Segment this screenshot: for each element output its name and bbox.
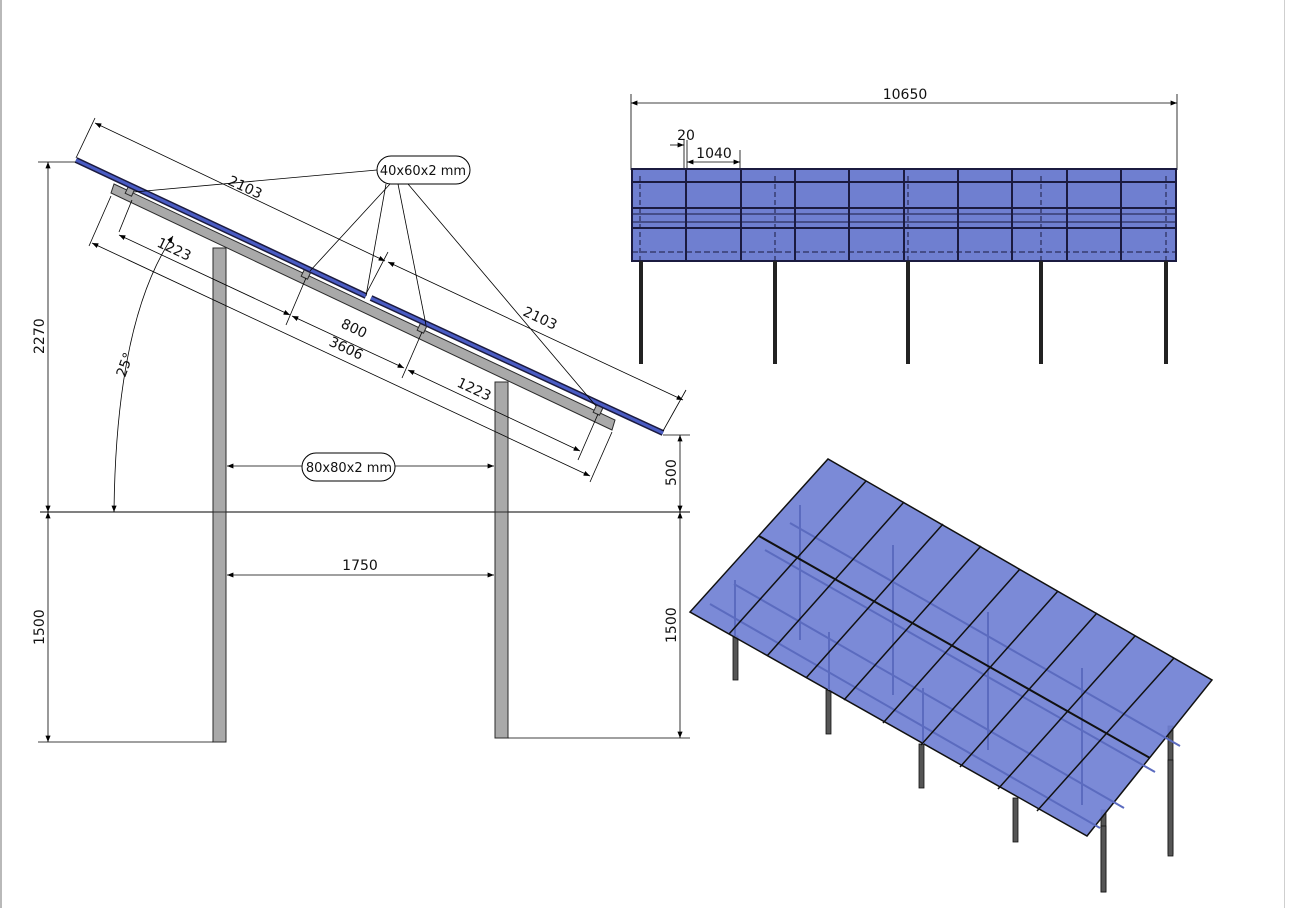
ext-line [118, 199, 133, 233]
ext-line [577, 413, 599, 461]
dim-height-front: 500 [664, 459, 680, 486]
iso-mid-divider [758, 535, 1151, 759]
post-left-embedded [212, 511, 227, 743]
dim-height-total: 2270 [32, 318, 48, 354]
post-right [494, 381, 509, 513]
ext-line [88, 195, 112, 247]
dim-angle: 25° [114, 351, 138, 380]
dim-gap: 20 [677, 128, 695, 144]
iso-leg [732, 635, 739, 681]
ext-line [662, 389, 687, 432]
ext-line [365, 251, 389, 295]
iso-leg [1012, 797, 1019, 843]
iso-hidden-frame [709, 505, 1181, 829]
post-callout-label: 80x80x2 mm [306, 461, 392, 476]
ext-line [285, 277, 307, 326]
dim-embed-right: 1500 [664, 607, 680, 643]
iso-leg [918, 743, 925, 789]
front-view: 10650 20 1040 [630, 87, 1178, 364]
ext-line [75, 117, 96, 159]
page-border-left [0, 0, 2, 908]
front-leg [773, 261, 777, 364]
page-border-right [1284, 0, 1296, 908]
dim-panel-width: 1040 [696, 146, 732, 162]
front-leg [906, 261, 910, 364]
iso-panel-dividers [728, 480, 1175, 812]
iso-leg-front [1100, 825, 1107, 893]
dim-panel-lower: 2103 [520, 304, 559, 334]
dim-seg-right: 1223 [454, 375, 493, 405]
ext-line [401, 331, 423, 379]
angle-arc [111, 235, 174, 513]
ext-line [589, 431, 613, 483]
isometric-view [688, 458, 1214, 893]
front-leg [1039, 261, 1043, 364]
side-view: 2103 2103 40x60x2 mm 1223 800 1223 3606 … [32, 117, 690, 743]
leader-line [365, 183, 387, 297]
post-callout-bubble [301, 452, 396, 482]
post-left [212, 247, 227, 513]
iso-leg-front [1167, 759, 1174, 857]
dim-total-width: 10650 [883, 87, 928, 103]
post-right-embedded [494, 511, 509, 739]
iso-leg [825, 689, 832, 735]
rail-callout-label: 40x60x2 mm [380, 164, 466, 179]
front-leg [639, 261, 643, 364]
dim-panel-upper: 2103 [225, 173, 264, 203]
inclined-beam [110, 183, 616, 431]
leader-line [397, 183, 427, 326]
dim-embed-left: 1500 [32, 609, 48, 645]
dim-line-seg-total [91, 242, 591, 477]
dim-line-panel-lower [387, 261, 684, 401]
dim-post-spacing: 1750 [342, 558, 378, 574]
dim-line-panel-upper [94, 122, 386, 262]
front-leg [1164, 261, 1168, 364]
leader-line [133, 169, 378, 193]
solar-panel-lower [370, 296, 664, 435]
